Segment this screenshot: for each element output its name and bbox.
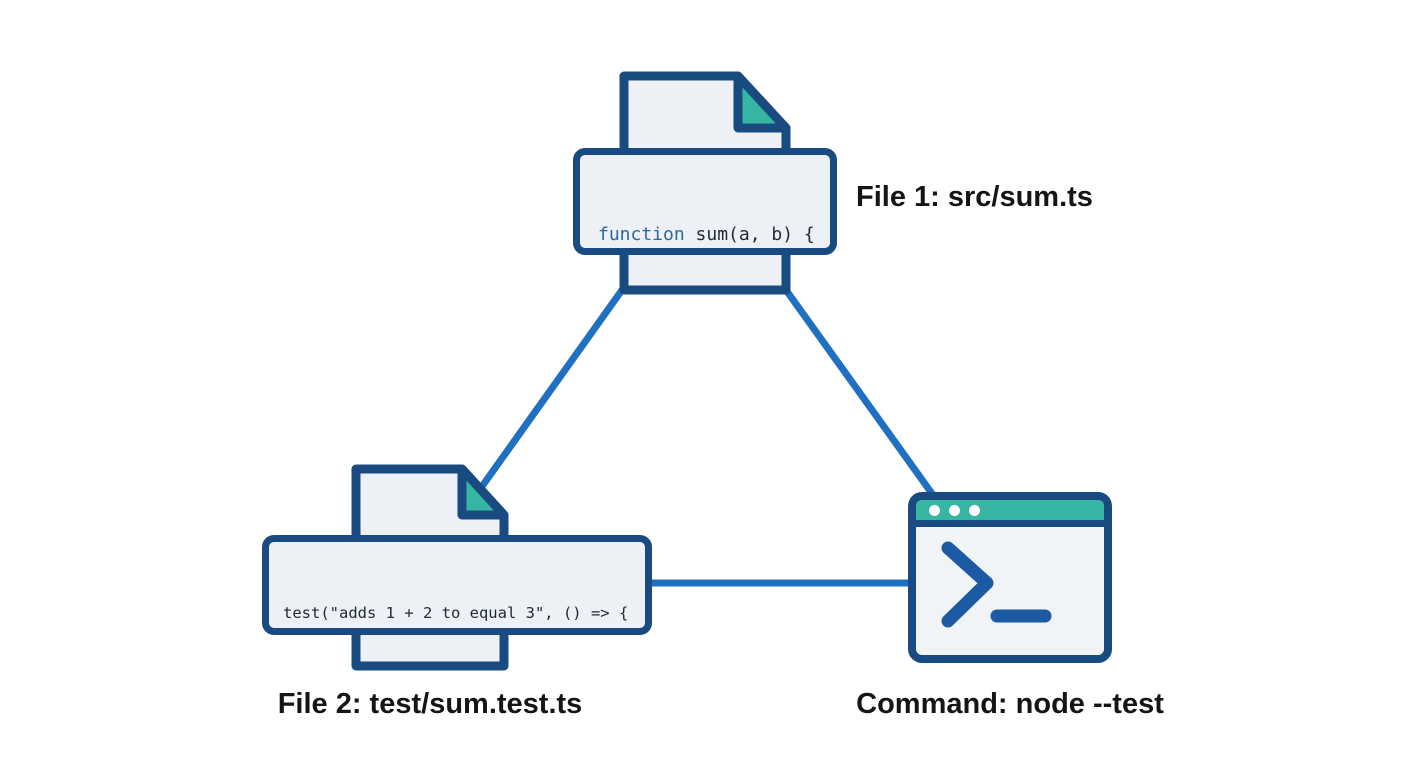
connector-file1-to-terminal <box>782 286 942 506</box>
code-line: function sum(a, b) { <box>598 221 822 248</box>
file2-folded-corner <box>457 464 509 520</box>
code-text: sum(a, b) { <box>684 224 815 245</box>
code-line: test("adds 1 + 2 to equal 3", () => { <box>283 604 629 622</box>
connector-file1-to-file2 <box>474 286 626 496</box>
file2-label: File 2: test/sum.test.ts <box>277 688 583 720</box>
terminal-prompt-icon <box>941 541 1052 628</box>
prompt-chevron-icon <box>941 541 994 628</box>
terminal-titlebar <box>916 500 1104 527</box>
file1-label: File 1: src/sum.ts <box>856 181 1093 213</box>
file2-code-snippet: test("adds 1 + 2 to equal 3", () => { ex… <box>262 535 652 635</box>
file1-code-snippet: function sum(a, b) { return a + b; } <box>573 148 837 255</box>
keyword-function: function <box>598 224 685 245</box>
window-dot-icon <box>929 504 940 516</box>
terminal-body <box>916 527 1104 648</box>
terminal-label: Command: node --test <box>856 688 1164 720</box>
window-dot-icon <box>969 504 980 516</box>
file1-folded-corner <box>733 71 791 133</box>
terminal-window-icon <box>908 492 1112 663</box>
window-dot-icon <box>949 504 960 516</box>
